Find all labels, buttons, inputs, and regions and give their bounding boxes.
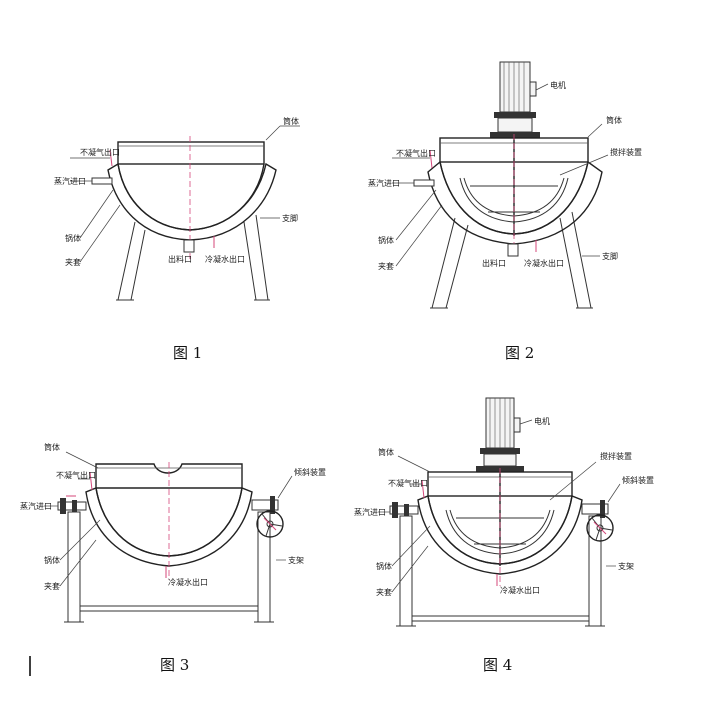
- fig2-legs: [430, 211, 593, 309]
- fig3-label-steam: 蒸汽进口: [20, 501, 52, 511]
- fig3-label-noncond: 不凝气出口: [56, 470, 96, 480]
- fig4-label-steam: 蒸汽进口: [354, 507, 386, 517]
- fig4-label-motor: 电机: [534, 416, 550, 426]
- fig2-label-shell: 筒体: [606, 115, 622, 125]
- figure-2: 电机 筒体 搅拌装置 不凝气出口 蒸汽进口 锅体 夹套 出料口 冷凝水出口 支脚…: [368, 61, 642, 362]
- fig4-label-frame: 支架: [618, 561, 634, 571]
- fig3-label-tilting: 倾斜装置: [294, 467, 326, 477]
- figure-3: 筒体 倾斜装置 不凝气出口 蒸汽进口 锅体 夹套 冷凝水出口 支架 图 3: [20, 442, 326, 674]
- figure-1: 筒体 不凝气出口 蒸汽进口 锅体 夹套 出料口 冷凝水出口 支脚 图 1: [54, 116, 300, 362]
- fig2-label-discharge: 出料口: [482, 258, 506, 268]
- fig4-motor: [476, 397, 524, 472]
- fig2-label-jacket: 夹套: [378, 261, 394, 271]
- fig1-discharge-pipe: [183, 239, 195, 253]
- fig2-label-pot: 锅体: [378, 235, 394, 245]
- fig2-motor: [490, 61, 540, 138]
- fig1-label-discharge: 出料口: [168, 254, 192, 264]
- fig3-label-jacket: 夹套: [44, 581, 60, 591]
- figure-4: 电机 筒体 搅拌装置 倾斜装置 不凝气出口 蒸汽进口 锅体 夹套 冷凝水出口 支…: [354, 397, 654, 674]
- fig4-label-noncond: 不凝气出口: [388, 478, 428, 488]
- fig1-label-shell: 筒体: [283, 116, 299, 126]
- fig4-label-jacket: 夹套: [376, 587, 392, 597]
- fig3-shell: [95, 463, 243, 489]
- fig4-caption: 图 4: [483, 656, 512, 674]
- fig2-label-agitator: 搅拌装置: [610, 147, 642, 157]
- fig1-label-jacket: 夹套: [65, 257, 81, 267]
- fig2-label-condensate: 冷凝水出口: [524, 258, 564, 268]
- fig3-caption: 图 3: [160, 656, 189, 674]
- fig2-label-steam: 蒸汽进口: [368, 178, 400, 188]
- fig1-label-noncond: 不凝气出口: [80, 147, 120, 157]
- fig1-shell: [117, 141, 265, 165]
- fig3-label-frame: 支架: [288, 555, 304, 565]
- fig1-label-steam: 蒸汽进口: [54, 176, 86, 186]
- fig3-tilting-device: [251, 496, 284, 538]
- fig1-steam-pipe: [91, 177, 113, 185]
- fig4-frame: [396, 515, 605, 627]
- fig4-label-agitator: 搅拌装置: [600, 451, 632, 461]
- fig4-label-pot: 锅体: [376, 561, 392, 571]
- fig4-label-tilting: 倾斜装置: [622, 475, 654, 485]
- fig1-label-pot: 锅体: [65, 233, 81, 243]
- fig4-label-condensate: 冷凝水出口: [500, 585, 540, 595]
- fig1-caption: 图 1: [173, 344, 202, 362]
- fig1-label-condensate: 冷凝水出口: [205, 254, 245, 264]
- fig3-steam-inlet: [57, 495, 87, 514]
- fig2-label-legs: 支脚: [602, 251, 618, 261]
- fig1-legs: [116, 214, 270, 301]
- fig4-tilting-device: [581, 500, 614, 542]
- fig2-caption: 图 2: [505, 344, 534, 362]
- fig4-steam-inlet: [389, 502, 419, 518]
- fig2-label-noncond: 不凝气出口: [396, 148, 436, 158]
- fig2-label-motor: 电机: [550, 80, 566, 90]
- fig4-label-shell: 筒体: [378, 447, 394, 457]
- fig3-label-shell: 筒体: [44, 442, 60, 452]
- fig1-label-legs: 支脚: [282, 213, 298, 223]
- fig3-label-condensate: 冷凝水出口: [168, 577, 208, 587]
- fig3-label-pot: 锅体: [44, 555, 60, 565]
- fig1-pot-body: [117, 163, 265, 231]
